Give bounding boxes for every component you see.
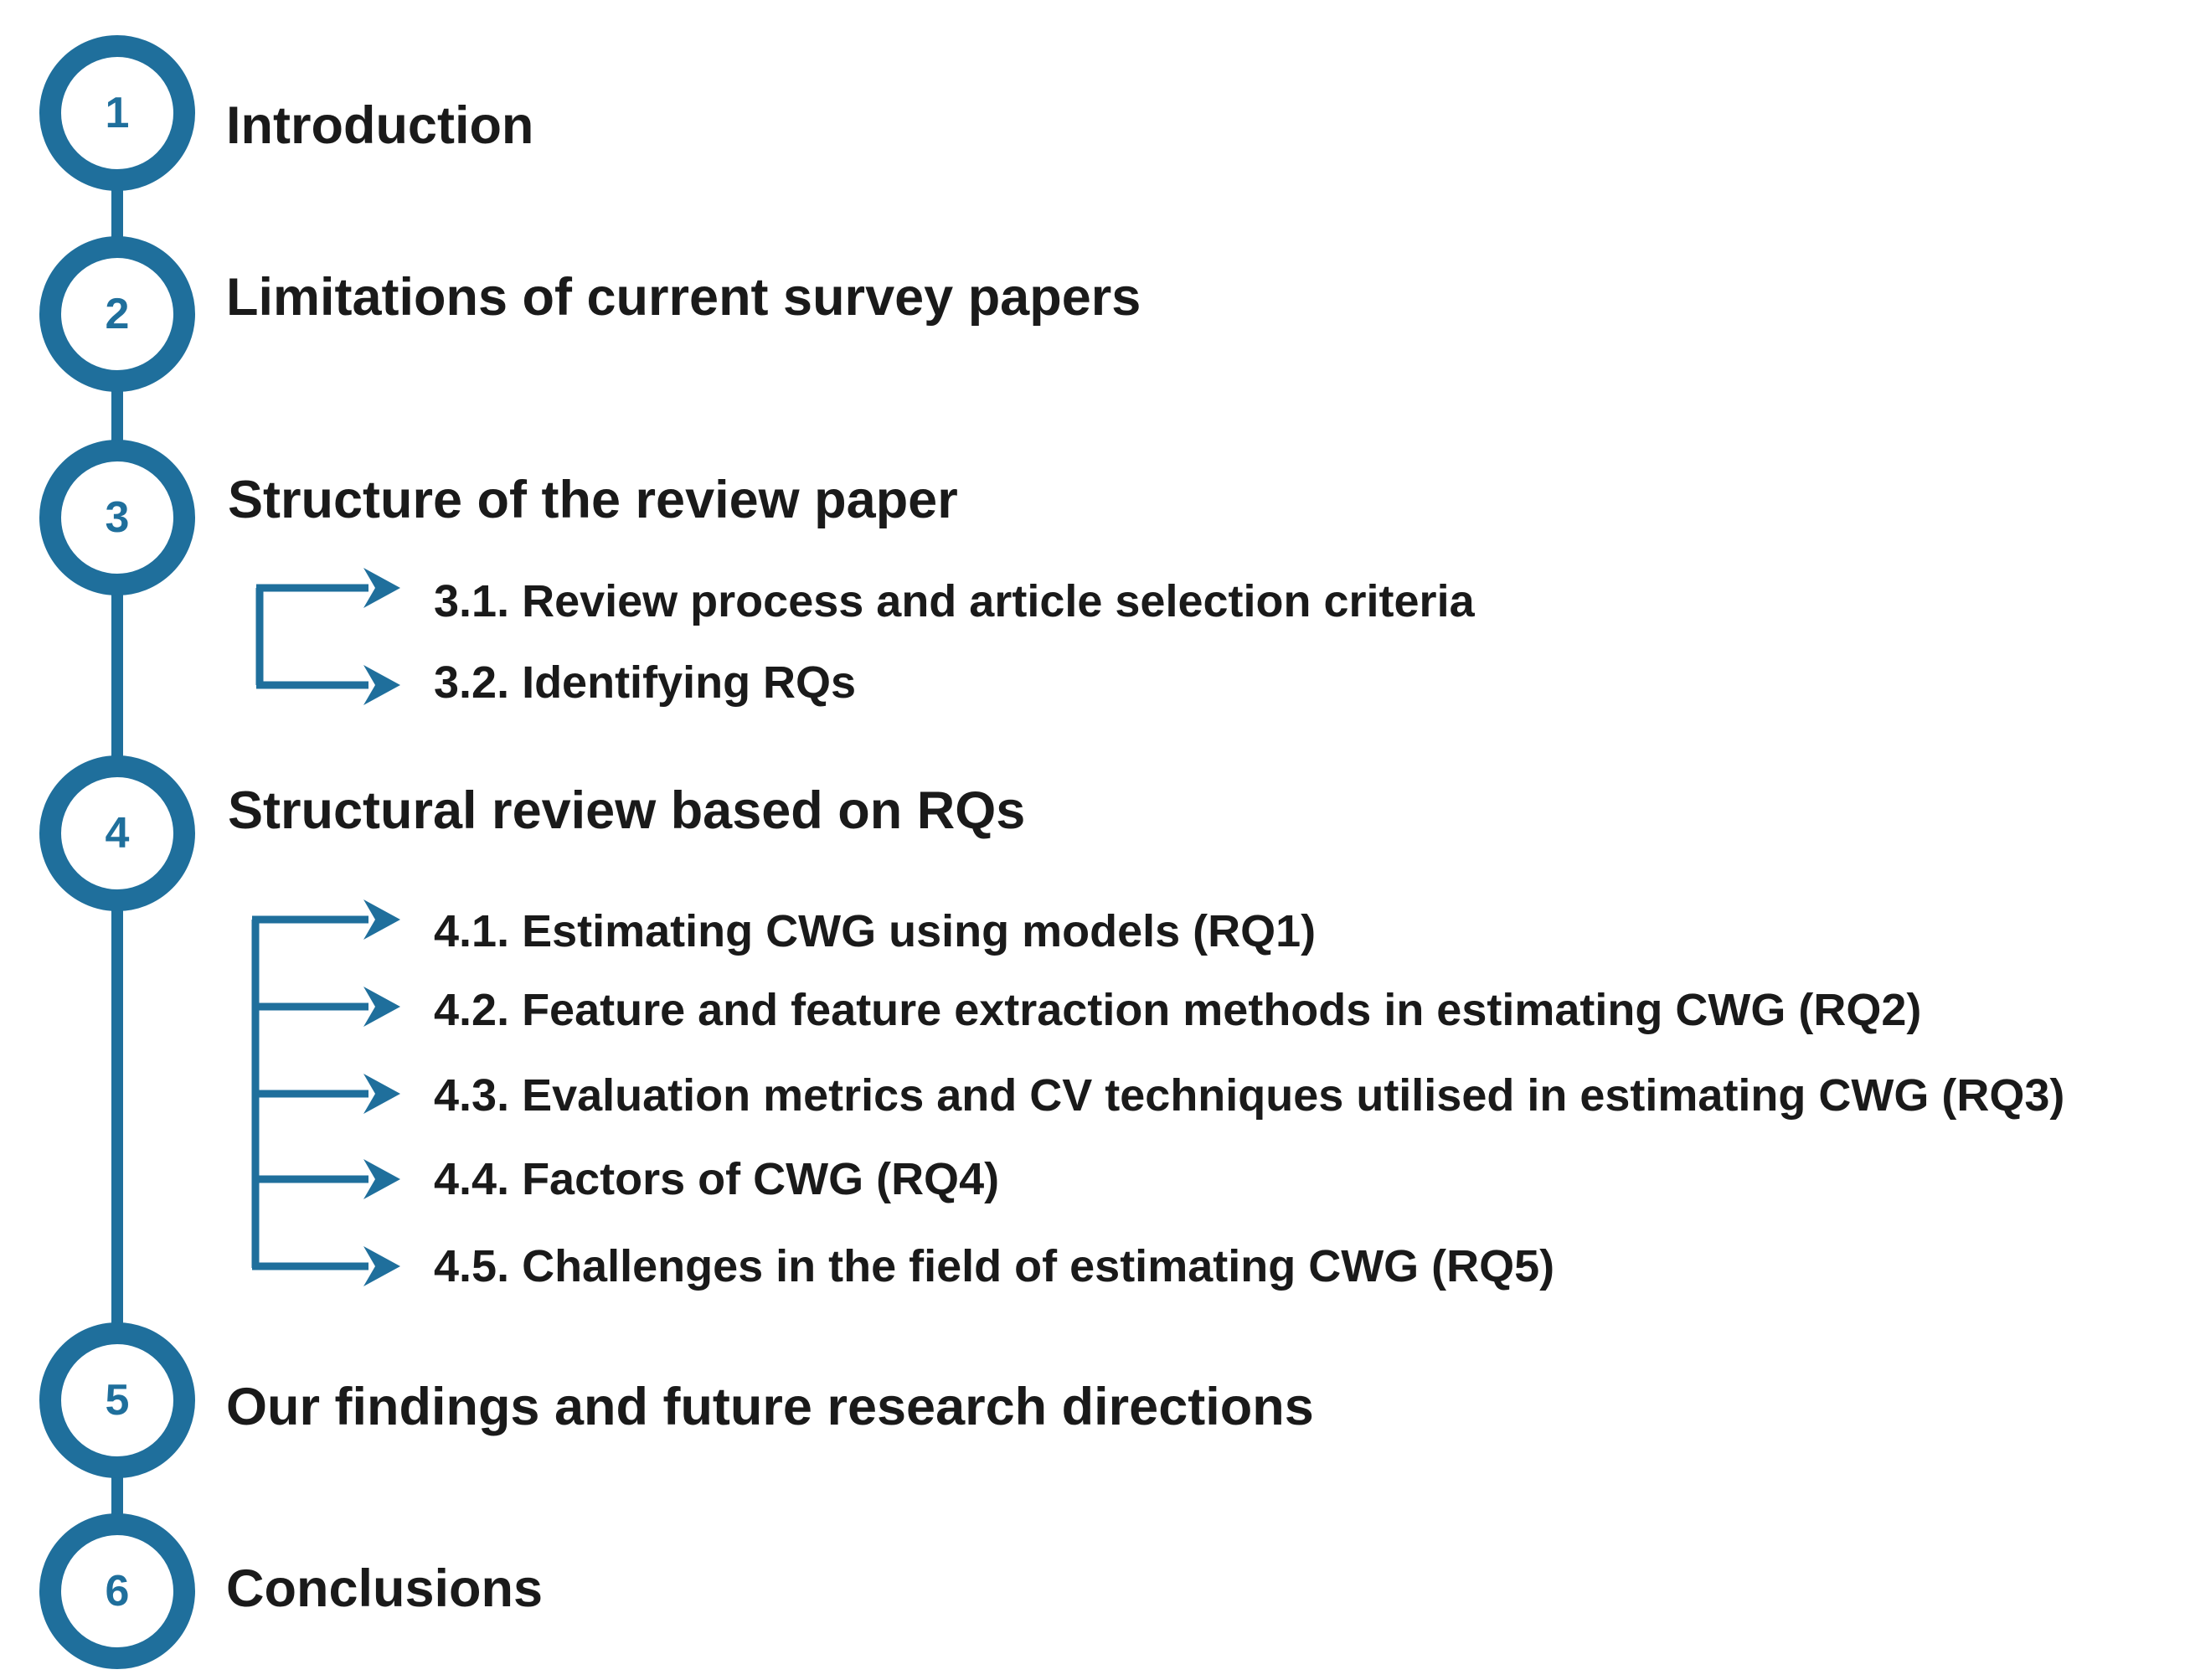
subsection-3-1-label: 3.1. Review process and article selectio… — [434, 576, 1476, 626]
subsection-4-5-label: 4.5. Challenges in the field of estimati… — [434, 1241, 1554, 1291]
subsection-4-1-arrow — [252, 899, 400, 940]
section-3-title: Structure of the review paper — [228, 471, 958, 529]
section-6-title: Conclusions — [226, 1559, 543, 1618]
section-6: 6 Conclusions — [39, 1513, 543, 1669]
subsection-3-1-arrow — [256, 568, 400, 608]
section-1: 1 Introduction — [39, 35, 533, 191]
section-4-bracket: 4.1. Estimating CWG using models (RQ1) 4… — [251, 899, 2064, 1291]
section-6-number: 6 — [106, 1567, 130, 1616]
subsection-4-1-label: 4.1. Estimating CWG using models (RQ1) — [434, 906, 1316, 956]
subsection-4-3-arrow — [252, 1074, 400, 1114]
section-3-number: 3 — [106, 493, 130, 542]
section-5-title: Our findings and future research directi… — [226, 1378, 1314, 1436]
subsection-4-5-arrow — [252, 1246, 400, 1286]
section-1-title: Introduction — [226, 96, 533, 155]
subsection-4-2-label: 4.2. Feature and feature extraction meth… — [434, 985, 1921, 1035]
section-4: 4 Structural review based on RQs — [39, 755, 1025, 911]
section-1-number: 1 — [106, 89, 130, 137]
subsection-4-3-label: 4.3. Evaluation metrics and CV technique… — [434, 1070, 2064, 1121]
section-4-number: 4 — [106, 809, 130, 858]
section-2-number: 2 — [106, 290, 130, 338]
section-4-circle — [39, 755, 195, 911]
section-2-title: Limitations of current survey papers — [226, 268, 1141, 327]
subsection-3-2-arrow — [256, 665, 400, 705]
section-5: 5 Our findings and future research direc… — [39, 1322, 1314, 1478]
section-6-circle — [39, 1513, 195, 1669]
section-2: 2 Limitations of current survey papers — [39, 236, 1141, 392]
subsection-4-2-arrow — [252, 987, 400, 1027]
section-3-circle — [39, 440, 195, 595]
section-3-bracket: 3.1. Review process and article selectio… — [255, 568, 1476, 708]
section-5-number: 5 — [106, 1376, 130, 1425]
subsection-4-4-arrow — [252, 1159, 400, 1199]
subsection-3-2-label: 3.2. Identifying RQs — [434, 657, 856, 708]
section-5-circle — [39, 1322, 195, 1478]
section-3: 3 Structure of the review paper — [39, 440, 958, 595]
section-1-circle — [39, 35, 195, 191]
section-4-title: Structural review based on RQs — [228, 781, 1025, 840]
section-2-circle — [39, 236, 195, 392]
subsection-4-4-label: 4.4. Factors of CWG (RQ4) — [434, 1154, 999, 1204]
